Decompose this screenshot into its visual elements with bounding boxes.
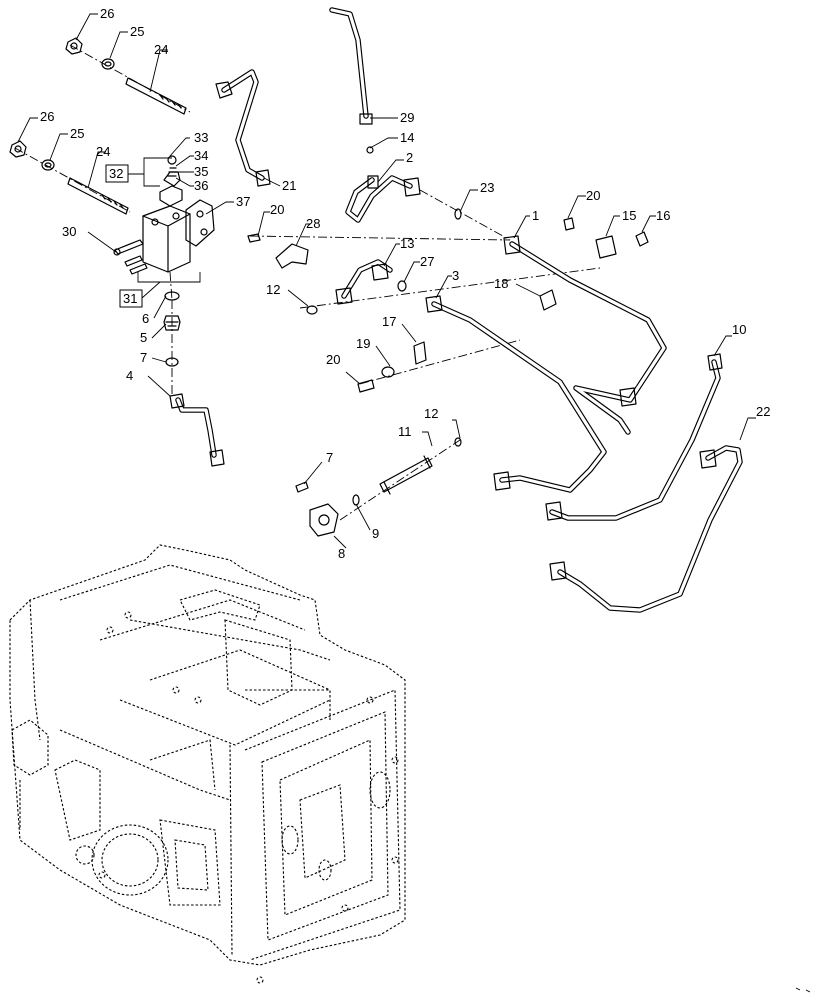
washer-27 xyxy=(397,280,407,292)
bracket-17 xyxy=(413,341,427,365)
axis-line-c xyxy=(359,339,521,385)
tube-3 xyxy=(425,295,607,493)
callout-25: 25 xyxy=(130,24,144,39)
callout-1: 1 xyxy=(532,208,539,223)
washer-12 xyxy=(306,305,318,315)
callout-25: 25 xyxy=(70,126,84,141)
callout-34: 34 xyxy=(194,148,208,163)
clamp-28 xyxy=(275,243,309,269)
callout-37: 37 xyxy=(236,194,250,209)
valve-block-assembly xyxy=(113,155,215,395)
callout-15: 15 xyxy=(622,208,636,223)
tube-2 xyxy=(345,175,421,223)
callout-3: 3 xyxy=(452,268,459,283)
callout-18: 18 xyxy=(494,276,508,291)
callout-6: 6 xyxy=(142,311,149,326)
tube-22 xyxy=(549,445,743,613)
clip-16 xyxy=(635,231,649,247)
washer-19 xyxy=(381,366,395,378)
callout-13: 13 xyxy=(400,236,414,251)
callout-20: 20 xyxy=(270,202,284,217)
axis-line-a xyxy=(249,235,511,241)
callout-12: 12 xyxy=(266,282,280,297)
callout-24: 24 xyxy=(96,144,110,159)
callout-32: 32 xyxy=(109,166,123,181)
elbow-8 xyxy=(295,481,360,537)
bolt-set-lower xyxy=(9,140,131,215)
callout-27: 27 xyxy=(420,254,434,269)
callout-33: 33 xyxy=(194,130,208,145)
callout-14: 14 xyxy=(400,130,414,145)
callout-8: 8 xyxy=(338,546,345,561)
bolt-20-right xyxy=(563,217,575,231)
callout-17: 17 xyxy=(382,314,396,329)
callout-4: 4 xyxy=(126,368,133,383)
washer-23 xyxy=(454,208,462,220)
bolt-set-upper xyxy=(65,37,191,115)
hose-11 xyxy=(339,437,462,521)
callout-23: 23 xyxy=(480,180,494,195)
callout-36: 36 xyxy=(194,178,208,193)
callout-24: 24 xyxy=(154,42,168,57)
callout-12: 12 xyxy=(424,406,438,421)
callout-31-box xyxy=(119,289,143,308)
callout-16: 16 xyxy=(656,208,670,223)
callout-35: 35 xyxy=(194,164,208,179)
callout-10: 10 xyxy=(732,322,746,337)
tube-13 xyxy=(335,259,393,305)
callout-11: 11 xyxy=(398,424,412,439)
callout-31: 31 xyxy=(123,291,137,306)
callout-26: 26 xyxy=(40,109,54,124)
callout-22: 22 xyxy=(756,404,770,419)
tube-10 xyxy=(545,353,723,521)
callout-30: 30 xyxy=(62,224,76,239)
bracket-15 xyxy=(595,235,617,259)
callout-32-box xyxy=(105,164,129,183)
transmission-housing xyxy=(9,544,406,984)
tube-21 xyxy=(215,69,271,187)
tube-1 xyxy=(503,235,667,435)
bolt-20-upper xyxy=(247,233,261,243)
corner-mark xyxy=(795,987,811,993)
callout-5: 5 xyxy=(140,330,147,345)
axis-line-d xyxy=(419,189,511,241)
callout-20: 20 xyxy=(586,188,600,203)
callout-7: 7 xyxy=(140,350,147,365)
callout-20: 20 xyxy=(326,352,340,367)
leader-lines xyxy=(17,13,756,549)
tube-29 xyxy=(329,7,374,154)
bolt-20-lower xyxy=(357,379,375,393)
callout-7: 7 xyxy=(326,450,333,465)
callout-2: 2 xyxy=(406,150,413,165)
callout-19: 19 xyxy=(356,336,370,351)
callout-9: 9 xyxy=(372,526,379,541)
clamp-18 xyxy=(539,289,557,311)
callout-26: 26 xyxy=(100,6,114,21)
callout-labels: 26 25 24 26 25 24 33 34 35 36 32 37 30 3… xyxy=(40,6,770,561)
callout-28: 28 xyxy=(306,216,320,231)
callout-21: 21 xyxy=(282,178,296,193)
callout-29: 29 xyxy=(400,110,414,125)
tube-4 xyxy=(169,393,225,467)
